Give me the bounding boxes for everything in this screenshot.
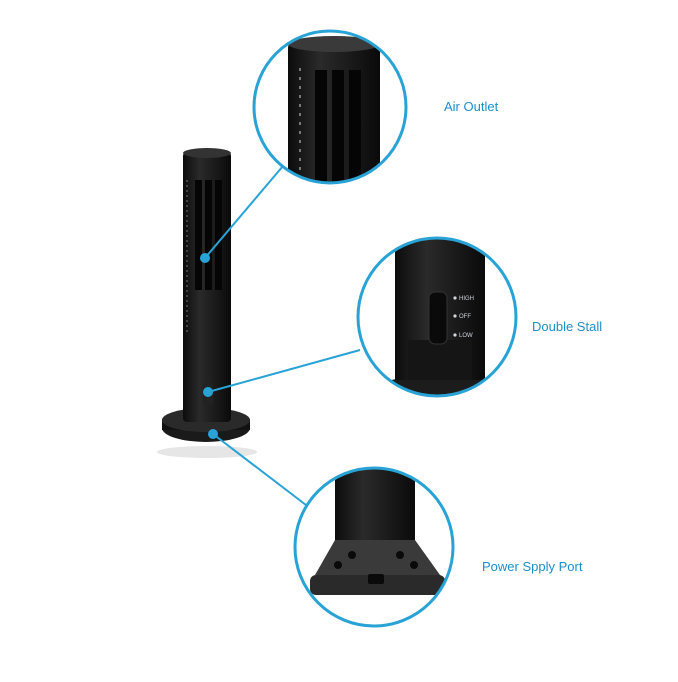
double-stall-line — [207, 349, 361, 393]
callout-power-port: Power Spply Port — [482, 559, 583, 574]
switch-label-low: LOW — [459, 333, 473, 339]
callout-air-outlet: Air Outlet — [444, 99, 499, 114]
switch-label-off: OFF — [459, 314, 471, 320]
power-port-zoom — [293, 466, 455, 628]
switch-label-high: HIGH — [459, 296, 474, 302]
air-outlet-dot — [200, 253, 210, 263]
tower-fan — [157, 148, 257, 458]
power-port-line — [212, 433, 307, 506]
callout-double-stall: Double Stall — [532, 319, 603, 334]
double-stall-zoom: HIGH OFF LOW — [356, 236, 518, 398]
double-stall-dot — [203, 387, 213, 397]
power-port-dot — [208, 429, 218, 439]
air-outlet-line — [204, 165, 284, 259]
air-outlet-zoom — [252, 29, 408, 185]
